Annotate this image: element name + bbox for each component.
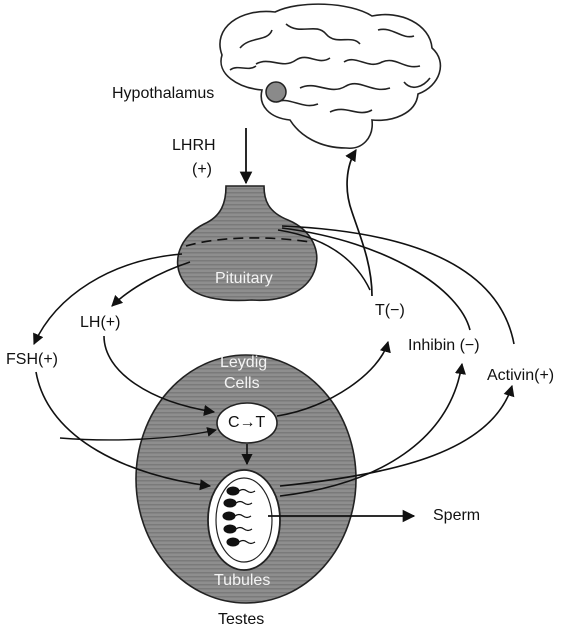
tubule <box>208 470 280 570</box>
inhibin-label: Inhibin (−) <box>408 338 480 354</box>
leydig-label-line2: Cells <box>224 376 260 392</box>
leydig-label-line1: Leydig <box>220 355 267 371</box>
lhrh-label: LHRH <box>172 138 216 154</box>
t-negative-label: T(−) <box>375 303 405 319</box>
hypothalamus-label: Hypothalamus <box>112 86 214 102</box>
brain-icon <box>220 4 440 148</box>
activin-feedback-line <box>282 226 514 344</box>
tubules-label: Tubules <box>214 573 270 589</box>
activin-label: Activin(+) <box>487 368 554 384</box>
lhrh-sign-label: (+) <box>192 162 212 178</box>
sperm-label: Sperm <box>433 508 480 524</box>
lh-label: LH(+) <box>80 315 120 331</box>
hypothalamus-nucleus <box>266 82 286 102</box>
testosterone-to-brain-arrow <box>347 150 372 296</box>
fsh-label: FSH(+) <box>6 352 58 368</box>
testes-label: Testes <box>218 612 264 628</box>
pituitary-label: Pituitary <box>215 271 273 287</box>
conversion-label: C→T <box>228 415 265 431</box>
